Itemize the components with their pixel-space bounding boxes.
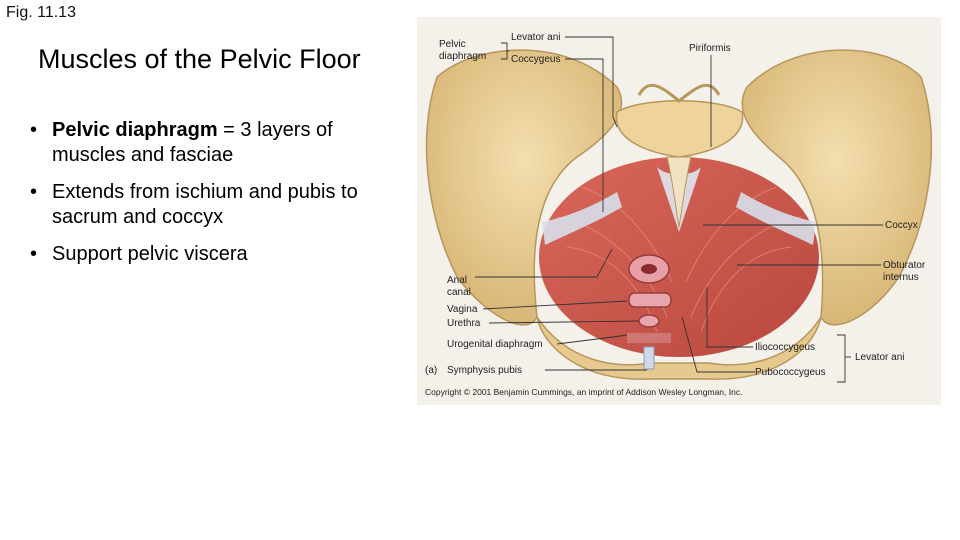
coccyx-bone bbox=[666, 156, 692, 228]
label-piriformis: Piriformis bbox=[689, 43, 731, 54]
label-anal-canal-line2: canal bbox=[447, 287, 471, 298]
label-coccyx: Coccyx bbox=[885, 220, 918, 231]
label-pelvic-diaphragm-line1: Pelvic bbox=[439, 39, 466, 50]
slide-title: Muscles of the Pelvic Floor bbox=[38, 44, 361, 74]
bullet-item: Extends from ischium and pubis to sacrum… bbox=[30, 180, 402, 230]
label-pelvic-diaphragm-line2: diaphragm bbox=[439, 51, 486, 62]
label-levator-ani-top: Levator ani bbox=[511, 32, 560, 43]
sacral-promontory bbox=[637, 83, 721, 103]
pubic-ring bbox=[536, 316, 822, 380]
bullet-text: Extends from ischium and pubis to sacrum… bbox=[52, 181, 358, 228]
bullet-text: Support pelvic viscera bbox=[52, 243, 248, 265]
leader-lines bbox=[475, 36, 883, 383]
tendinous-arch-right bbox=[736, 192, 816, 245]
label-coccygeus: Coccygeus bbox=[511, 54, 560, 65]
bullet-list: Pelvic diaphragm = 3 layers of muscles a… bbox=[30, 118, 402, 279]
symphysis-pubis bbox=[643, 346, 655, 370]
label-vagina: Vagina bbox=[447, 304, 478, 315]
label-urogenital-diaphragm: Urogenital diaphragm bbox=[447, 339, 543, 350]
label-panel-letter: (a) bbox=[425, 365, 437, 376]
bullet-item: Support pelvic viscera bbox=[30, 242, 402, 267]
label-obturator-line2: internus bbox=[883, 272, 919, 283]
label-iliococcygeus: Iliococcygeus bbox=[755, 342, 815, 353]
label-pubococcygeus: Pubococcygeus bbox=[755, 367, 826, 378]
urethra bbox=[638, 314, 660, 328]
left-iliac-wing bbox=[425, 49, 623, 326]
bullet-item: Pelvic diaphragm = 3 layers of muscles a… bbox=[30, 118, 402, 168]
pelvic-floor-diagram: Pelvic diaphragm Levator ani Coccygeus P… bbox=[417, 17, 941, 405]
tendinous-arch-left bbox=[542, 192, 622, 245]
label-anal-canal-line1: Anal bbox=[447, 275, 467, 286]
vagina bbox=[628, 292, 672, 308]
urogenital-diaphragm bbox=[627, 333, 671, 343]
label-urethra: Urethra bbox=[447, 318, 481, 329]
right-iliac-wing bbox=[741, 49, 933, 326]
sacrum bbox=[615, 100, 744, 158]
label-levator-ani-right: Levator ani bbox=[855, 352, 904, 363]
label-obturator-line1: Obturator bbox=[883, 260, 926, 271]
anal-canal-lumen bbox=[641, 264, 657, 274]
figure-reference: Fig. 11.13 bbox=[6, 4, 76, 21]
label-symphysis-pubis: Symphysis pubis bbox=[447, 365, 522, 376]
bullet-text: = 3 layers of muscles and fasciae bbox=[52, 119, 333, 166]
bullet-bold-text: Pelvic diaphragm bbox=[52, 119, 218, 141]
copyright-notice: Copyright © 2001 Benjamin Cummings, an i… bbox=[425, 387, 743, 397]
pelvic-floor-illustration: Pelvic diaphragm Levator ani Coccygeus P… bbox=[425, 32, 933, 383]
